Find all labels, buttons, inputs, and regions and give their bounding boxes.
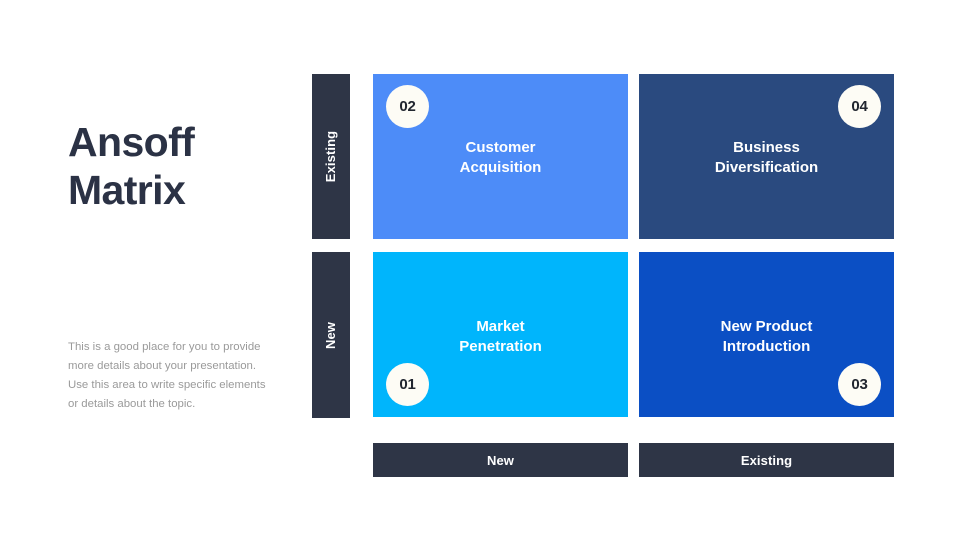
quadrant-title-business-diversification: Business Diversification xyxy=(714,139,819,176)
quadrant-business-diversification[interactable]: 04 Business Diversification xyxy=(639,74,894,239)
quadrant-title-customer-acquisition: Customer Acquisition xyxy=(459,139,542,176)
body-paragraph: This is a good place for you to provide … xyxy=(68,341,266,411)
left-text-panel: Ansoff Matrix xyxy=(68,118,283,215)
quadrant-title-market-penetration: Market Penetration xyxy=(459,318,542,355)
quadrant-customer-acquisition[interactable]: 02 Customer Acquisition xyxy=(373,74,628,239)
y-axis-label-existing: Existing xyxy=(323,130,339,183)
quadrant-badge-01: 01 xyxy=(386,363,429,406)
quadrant-market-penetration[interactable]: Market Penetration 01 xyxy=(373,252,628,417)
y-axis-bar-existing: Existing xyxy=(312,74,350,239)
quadrant-badge-02: 02 xyxy=(386,85,429,128)
x-axis-label-new: New xyxy=(486,452,515,468)
x-axis-bar-existing: Existing xyxy=(639,443,894,477)
quadrant-badge-03: 03 xyxy=(838,363,881,406)
quadrant-badge-04: 04 xyxy=(838,85,881,128)
x-axis-label-existing: Existing xyxy=(740,452,793,468)
quadrant-title-new-product-introduction: New Product Introduction xyxy=(720,318,813,355)
quadrant-new-product-introduction[interactable]: New Product Introduction 03 xyxy=(639,252,894,417)
page-title: Ansoff Matrix xyxy=(68,119,195,214)
y-axis-bar-new: New xyxy=(312,252,350,418)
ansoff-matrix: Existing New 02 Customer Acquisition 04 … xyxy=(312,74,894,477)
x-axis-bar-new: New xyxy=(373,443,628,477)
y-axis-label-new: New xyxy=(323,321,339,349)
